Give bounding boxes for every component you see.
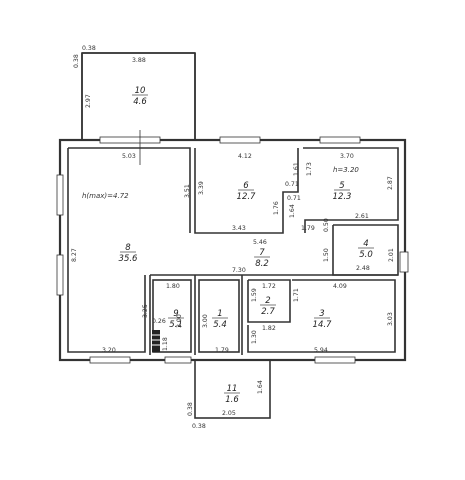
dim-label: 0.71 xyxy=(287,195,301,202)
window-hall-left1 xyxy=(56,174,64,216)
dim-label: 1.50 xyxy=(323,248,330,262)
dim-label: 1.73 xyxy=(306,162,313,176)
room-number: 10 xyxy=(135,86,146,96)
dim-label: 2.48 xyxy=(356,265,370,272)
room-number: 7 xyxy=(259,248,265,258)
room-number: 11 xyxy=(227,384,238,394)
room-2-walls xyxy=(247,279,291,323)
room-area: 1.6 xyxy=(225,395,239,405)
room-number: 2 xyxy=(265,296,270,306)
dimension-labels: 0.38 3.88 0.38 2.97 5.03 4.12 3.70 3.51 … xyxy=(71,45,395,430)
dim-label: 2.05 xyxy=(222,410,236,417)
dim-label: 0.38 xyxy=(187,402,194,416)
room-area: 14.7 xyxy=(313,320,333,330)
hall-height-label: h(max)=4.72 xyxy=(82,192,129,200)
dim-label: 0.71 xyxy=(285,181,299,188)
window-room5 xyxy=(319,136,361,144)
dim-label: 1.72 xyxy=(262,283,276,290)
room-area: 2.7 xyxy=(261,307,275,317)
room-number: 5 xyxy=(339,181,344,191)
room-6-walls xyxy=(194,148,299,234)
room-number: 8 xyxy=(125,243,131,253)
dim-label: 1.76 xyxy=(273,201,280,215)
dim-label: 5.94 xyxy=(314,347,328,354)
dim-label: 0.38 xyxy=(73,54,80,68)
dim-label: 3.43 xyxy=(232,225,246,232)
room-labels: 104.6 612.7 512.3 835.6 78.2 45.0 95.1 15.4 22.7… xyxy=(119,86,374,405)
dim-label: 1.82 xyxy=(262,325,276,332)
room-1-inner xyxy=(198,279,240,353)
dim-label: 1.30 xyxy=(251,330,258,344)
dim-label: 3.00 xyxy=(202,314,209,328)
dim-label: 8.27 xyxy=(71,248,78,262)
window-room3 xyxy=(314,356,356,364)
room-5-walls xyxy=(303,147,399,233)
dim-label: 3.20 xyxy=(102,347,116,354)
room-area: 5.0 xyxy=(359,250,373,260)
dim-label: 1.64 xyxy=(257,380,264,394)
room-area: 12.7 xyxy=(237,192,257,202)
dim-label: 3.88 xyxy=(132,57,146,64)
dim-label: 0.26 xyxy=(152,318,166,325)
dim-label: 2.61 xyxy=(355,213,369,220)
window-room9 xyxy=(164,356,192,364)
dim-label: 3.00 xyxy=(176,314,183,328)
dim-label: 3.51 xyxy=(184,184,191,198)
dim-label: 2.01 xyxy=(388,248,395,262)
room-number: 4 xyxy=(363,239,368,249)
dim-label: 3.70 xyxy=(340,153,354,160)
dim-label: 1.61 xyxy=(293,162,300,176)
dim-label: 1.80 xyxy=(166,283,180,290)
hall-inner-left xyxy=(67,148,146,353)
dim-label: 4.12 xyxy=(238,153,252,160)
dim-label: 1.79 xyxy=(301,225,315,232)
dim-label: 1.71 xyxy=(293,288,300,302)
room-area: 5.4 xyxy=(213,320,227,330)
room-9-inner xyxy=(152,279,192,353)
window-room4 xyxy=(399,251,409,273)
stair-icon xyxy=(152,330,160,352)
dim-label: 2.87 xyxy=(387,176,394,190)
porch-11-outline xyxy=(194,359,271,419)
dim-label: 1.79 xyxy=(215,347,229,354)
room-number: 9 xyxy=(173,309,178,319)
dim-label: 1.59 xyxy=(251,288,258,302)
room-area: 35.6 xyxy=(119,254,139,264)
room-number: 3 xyxy=(319,309,324,319)
room5-height-label: h=3.20 xyxy=(333,166,359,174)
window-hall-left2 xyxy=(56,254,64,296)
dim-label: 0.38 xyxy=(82,45,96,52)
dim-label: 7.30 xyxy=(232,267,246,274)
dim-label: 5.03 xyxy=(122,153,136,160)
dim-label: 0.50 xyxy=(323,218,330,232)
dim-label: 3.03 xyxy=(387,312,394,326)
room-area: 12.3 xyxy=(333,192,352,202)
dim-label: 0.38 xyxy=(192,423,206,430)
hall-inner-top xyxy=(68,147,191,233)
room-number: 6 xyxy=(243,181,249,191)
dim-label: 1.64 xyxy=(289,204,296,218)
window-room6 xyxy=(219,136,261,144)
window-hall-bottom xyxy=(89,356,131,364)
room-area: 8.2 xyxy=(255,259,269,269)
room-number: 1 xyxy=(217,309,222,319)
window-hall-top xyxy=(99,136,161,144)
outer-wall xyxy=(58,138,407,362)
dim-label: 5.46 xyxy=(253,239,267,246)
room-area: 5.1 xyxy=(169,320,183,330)
dim-label: 1.18 xyxy=(162,337,169,351)
dim-label: 4.09 xyxy=(333,283,347,290)
dim-label: 2.97 xyxy=(85,94,92,108)
room-area: 4.6 xyxy=(133,97,147,107)
room-3-walls xyxy=(247,279,396,353)
dim-label: 3.25 xyxy=(142,304,149,318)
dim-label: 3.39 xyxy=(198,181,205,195)
